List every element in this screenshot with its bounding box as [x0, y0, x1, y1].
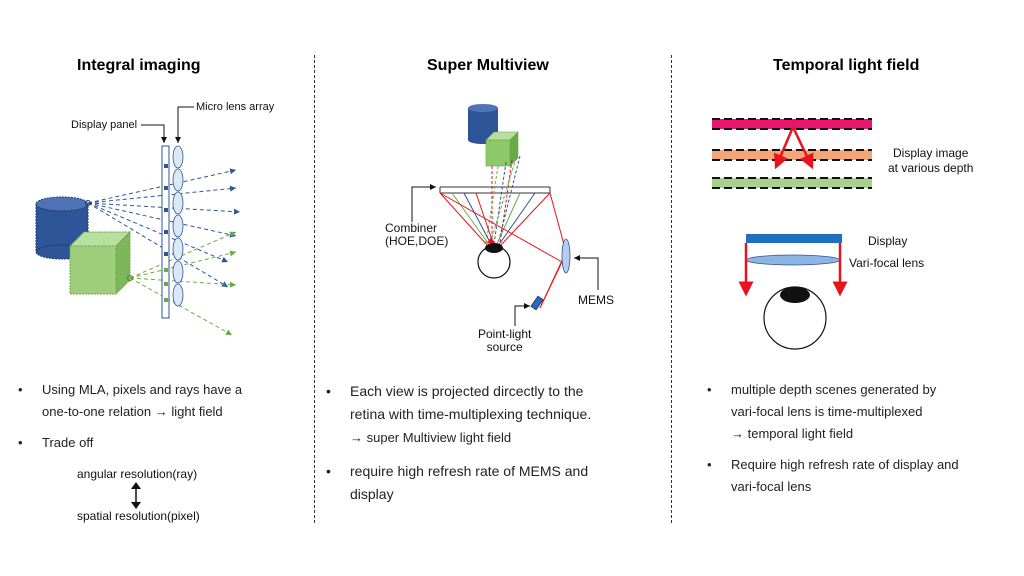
depth-plane-2 [712, 149, 872, 161]
varifocal-lens [745, 254, 841, 266]
varifocal-lens-label: Vari-focal lens [849, 256, 925, 270]
col2-bullet-2-line2: display [350, 486, 394, 502]
col1-bullet-1-line1: Using MLA, pixels and rays have a [42, 382, 243, 397]
col1-bullet-2: • Trade off [18, 432, 94, 454]
col2-bullet-1-line2: retina with time-multiplexing technique. [350, 406, 592, 422]
col3-bullet-1-line3: → temporal light field [731, 426, 854, 441]
bullet-dot: • [326, 463, 331, 479]
bullet-dot: • [18, 382, 23, 397]
col3-bullet-1: • multiple depth scenes generated by var… [707, 379, 937, 445]
display-cube [485, 131, 519, 167]
display-label: Display [868, 234, 908, 248]
col3-bullet-2: • Require high refresh rate of display a… [707, 454, 959, 498]
col2-bullet-2-line1: require high refresh rate of MEMS and [350, 463, 589, 479]
integral-imaging-title: Integral imaging [77, 57, 201, 74]
display-bar [746, 234, 842, 243]
col2-bullet-1-line3: → super Multiview light field [350, 430, 512, 445]
display-image-label: Display image at various depth [888, 146, 973, 176]
col2-bullet-1-line1: Each view is projected dircectly to the [350, 383, 584, 399]
col1-bullet-1-line2: one-to-one relation → light field [42, 404, 223, 419]
cube-object [68, 230, 132, 296]
col3-bullet-2-line1: Require high refresh rate of display and [731, 457, 959, 472]
display-image-label-line2: at various depth [888, 161, 974, 175]
col3-bullet-1-line2: vari-focal lens is time-multiplexed [731, 404, 923, 419]
col1-bullet-2-text: Trade off [42, 435, 94, 450]
point-light-label: Point-light source [478, 328, 531, 354]
tradeoff-top-label: angular resolution(ray) [77, 467, 198, 481]
point-light-label-line2: source [486, 340, 523, 354]
mems-label: MEMS [578, 293, 614, 307]
point-light-label-line1: Point-light [478, 327, 532, 341]
col3-bullet-1-line1: multiple depth scenes generated by [731, 382, 937, 397]
point-light-source [530, 295, 544, 311]
tradeoff-arrow-icon [131, 482, 141, 509]
display-panel-label: Display panel [71, 119, 138, 131]
combiner-label-line1: Combiner [385, 221, 438, 235]
bullet-dot: • [326, 383, 331, 399]
col3-bullet-2-line2: vari-focal lens [731, 479, 812, 494]
temporal-light-field-title: Temporal light field [773, 57, 920, 74]
mems-mirror [561, 238, 571, 274]
bullet-dot: • [707, 457, 712, 472]
display-image-label-line1: Display image [893, 146, 969, 160]
column-divider-2 [671, 55, 672, 523]
depth-plane-3 [712, 177, 872, 189]
bullet-dot: • [707, 382, 712, 397]
col1-bullet-1: • Using MLA, pixels and rays have a one-… [18, 379, 243, 423]
eye [477, 237, 511, 279]
combiner-label-line2: (HOE,DOE) [385, 234, 449, 248]
combiner-label: Combiner (HOE,DOE) [385, 222, 448, 248]
micro-lens-array [172, 145, 184, 307]
eye [763, 286, 827, 350]
tradeoff-bottom-label: spatial resolution(pixel) [77, 509, 200, 523]
column-divider-1 [314, 55, 315, 523]
bullet-dot: • [18, 435, 23, 450]
col2-bullet-1: • Each view is projected dircectly to th… [326, 380, 592, 449]
micro-lens-array-label: Micro lens array [196, 101, 275, 113]
col2-bullet-2: • require high refresh rate of MEMS and … [326, 460, 589, 506]
super-multiview-title: Super Multiview [427, 57, 549, 74]
